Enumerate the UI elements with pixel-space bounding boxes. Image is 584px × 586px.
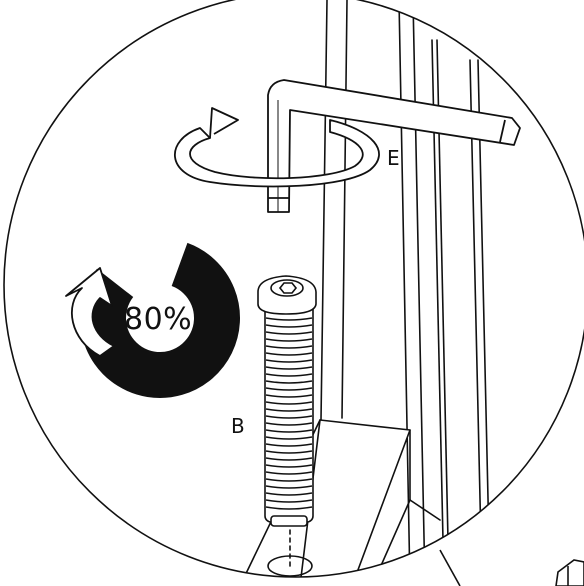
thread-line (265, 345, 313, 349)
torque-progress-ring (80, 238, 240, 398)
thread-line (265, 478, 313, 482)
thread-line (265, 394, 313, 398)
thread-line (265, 401, 313, 405)
small-part (555, 559, 584, 586)
thread-line (265, 422, 313, 426)
thread-line (265, 464, 313, 468)
allen-key-label: E (387, 146, 400, 170)
thread-line (265, 359, 313, 363)
thread-line (265, 485, 313, 489)
thread-line (265, 373, 313, 377)
thread-line (265, 506, 313, 510)
thread-line (265, 352, 313, 356)
thread-line (265, 331, 313, 335)
tighten-arrow-icon (65, 267, 115, 357)
torque-percent: 80% (124, 302, 193, 337)
thread-line (265, 450, 313, 454)
thread-line (265, 324, 313, 328)
thread-line (265, 408, 313, 412)
thread-line (265, 443, 313, 447)
thread-line (265, 366, 313, 370)
bolt (257, 275, 317, 527)
thread-line (265, 429, 313, 433)
thread-line (265, 457, 313, 461)
thread-line (265, 436, 313, 440)
thread-line (265, 415, 313, 419)
thread-line (265, 492, 313, 496)
thread-line (265, 338, 313, 342)
thread-line (265, 471, 313, 475)
bolt-threads (265, 317, 313, 510)
magnifier-outline (3, 0, 584, 578)
thread-line (265, 380, 313, 384)
rotate-clockwise-icon (174, 107, 380, 188)
thread-line (265, 317, 313, 321)
allen-key (267, 79, 521, 213)
torque-progress-arc (80, 242, 240, 398)
thread-line (265, 499, 313, 503)
bolt-label: B (231, 414, 245, 438)
thread-line (265, 387, 313, 391)
